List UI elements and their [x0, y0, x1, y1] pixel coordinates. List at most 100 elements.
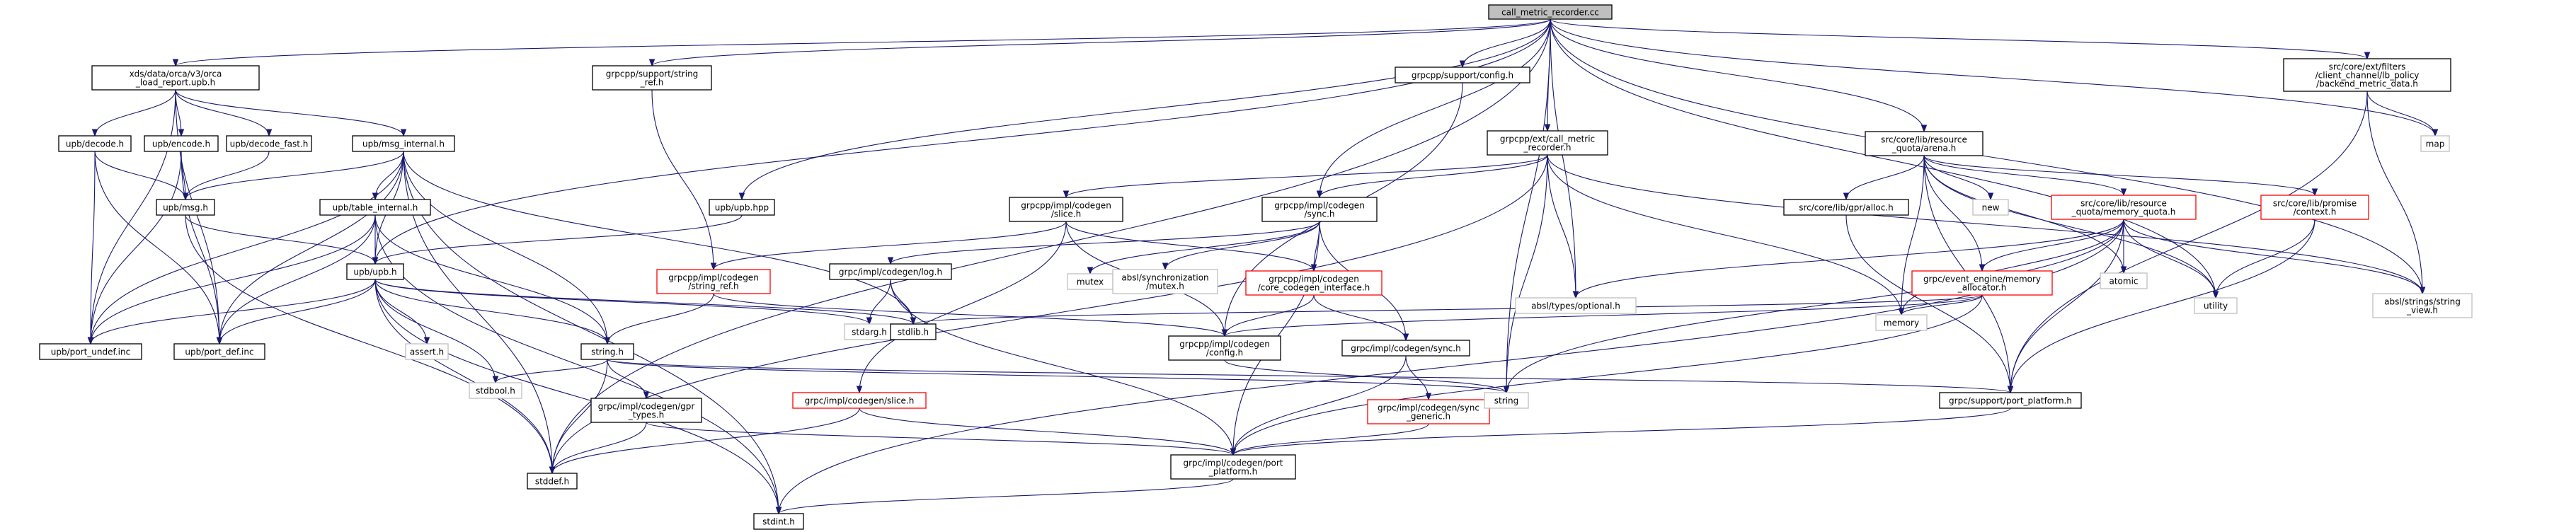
node-stdint[interactable]: stdint.h [753, 513, 804, 530]
node-label: grpcpp/support/config.h [1412, 71, 1513, 81]
node-upb-encode[interactable]: upb/encode.h [144, 135, 219, 152]
node-xds[interactable]: xds/data/orca/v3/orca_load_report.upb.h [91, 65, 260, 91]
node-codegen-sync[interactable]: grpcpp/impl/codegen/sync.h [1261, 197, 1378, 222]
node-label: grpc/impl/codegen/gpr [598, 402, 695, 412]
node-memory-quota[interactable]: src/core/lib/resource_quota/memory_quota… [2051, 195, 2197, 220]
node-stddef[interactable]: stddef.h [527, 473, 578, 490]
dependency-edge [403, 151, 611, 345]
dependency-edge [856, 221, 1067, 394]
node-label: string [1494, 396, 1518, 406]
node-upb-decode-fast[interactable]: upb/decode_fast.h [226, 135, 312, 152]
dependency-edge [374, 214, 782, 515]
node-label: map [2426, 139, 2445, 149]
dependency-edge [374, 279, 556, 475]
node-sync-generic[interactable]: grpc/impl/codegen/sync_generic.h [1367, 399, 1490, 424]
node-new: new [1972, 199, 2009, 216]
node-label: new [1982, 203, 2000, 213]
dependency-edge [859, 407, 1237, 456]
dependency-edge [1550, 18, 1928, 133]
node-upb-h[interactable]: upb/upb.h [346, 263, 404, 280]
node-label: grpcpp/ext/call_metric [1500, 134, 1595, 144]
node-upb-table-internal[interactable]: upb/table_internal.h [319, 199, 431, 216]
node-string-ref[interactable]: grpcpp/support/string_ref.h [592, 65, 712, 91]
node-label: /config.h [1206, 348, 1243, 358]
node-upb-hpp[interactable]: upb/upb.hpp [709, 199, 775, 216]
dependency-edge [1572, 219, 2124, 299]
node-label: /backend_metric_data.h [2316, 79, 2418, 89]
dependency-edge [1923, 155, 2127, 197]
node-label: src/core/ext/filters [2329, 62, 2406, 72]
node-event-engine[interactable]: grpc/event_engine/memory_allocator.h [1911, 270, 2053, 296]
dependency-edge [910, 294, 1983, 325]
dependency-edge [175, 89, 407, 137]
node-label: upb/upb.hpp [715, 203, 769, 213]
node-label: grpc/impl/codegen/sync [1378, 403, 1479, 413]
dependency-edge [2212, 219, 2315, 299]
dependency-edge [549, 422, 647, 475]
node-label: grpc/impl/codegen/sync.h [1351, 344, 1460, 354]
dependency-edge [374, 279, 499, 384]
node-label: assert.h [410, 347, 444, 357]
node-label: src/core/lib/resource [2080, 199, 2167, 209]
dependency-edge [1221, 294, 1315, 337]
node-promise-context[interactable]: src/core/lib/promise/context.h [2260, 195, 2369, 220]
node-gpr-alloc[interactable]: src/core/lib/gpr/alloc.h [1783, 199, 1909, 216]
dependency-edge [1221, 294, 1983, 337]
dependency-edge [1316, 18, 1551, 199]
node-label: string.h [591, 347, 624, 357]
node-port-def[interactable]: upb/port_def.inc [173, 343, 265, 360]
node-label: /mutex.h [1146, 282, 1184, 291]
node-stdlib[interactable]: stdlib.h [890, 323, 937, 340]
dependency-edge [775, 219, 2124, 515]
node-config[interactable]: grpcpp/support/config.h [1395, 66, 1530, 83]
node-codegen-slice-h[interactable]: grpcpp/impl/codegen/slice.h [1009, 197, 1123, 222]
node-label: stdbool.h [476, 386, 515, 396]
node-upb-msg-internal[interactable]: upb/msg_internal.h [352, 135, 455, 152]
node-port-platform-codegen[interactable]: grpc/impl/codegen/port_platform.h [1170, 454, 1296, 480]
node-label: mutex [1077, 277, 1104, 287]
dependency-edge [372, 18, 1551, 265]
edge-layer [87, 18, 2439, 515]
dependency-edge [1843, 155, 1925, 201]
node-log[interactable]: grpc/impl/codegen/log.h [829, 263, 952, 280]
node-gpr-types[interactable]: grpc/impl/codegen/gpr_types.h [590, 398, 702, 423]
dependency-edge [604, 293, 714, 345]
node-label: grpcpp/impl/codegen [1179, 340, 1270, 349]
dependency-edge [1316, 154, 1548, 199]
node-grpc-slice[interactable]: grpc/impl/codegen/slice.h [792, 392, 927, 409]
node-upb-msg[interactable]: upb/msg.h [156, 199, 215, 216]
dependency-edge [372, 214, 743, 265]
node-lb-policy[interactable]: src/core/ext/filters/client_channel/lb_p… [2283, 58, 2451, 92]
node-label: upb/port_undef.inc [51, 347, 130, 357]
dependency-edge [549, 407, 860, 475]
node-label: grpc/impl/codegen/port [1183, 458, 1283, 468]
node-label: /core_codegen_interface.h [1258, 283, 1370, 293]
node-codegen-config[interactable]: grpcpp/impl/codegen/config.h [1168, 335, 1281, 361]
node-ext-call-metric[interactable]: grpcpp/ext/call_metric_recorder.h [1487, 130, 1608, 156]
node-label: _types.h [628, 410, 664, 420]
dependency-edge [185, 214, 379, 265]
node-codegen-string-ref[interactable]: grpcpp/impl/codegen/string_ref.h [656, 269, 771, 294]
node-label: /string_ref.h [688, 282, 738, 291]
node-root[interactable]: call_metric_recorder.cc [1488, 4, 1613, 20]
node-upb-decode[interactable]: upb/decode.h [58, 135, 132, 152]
node-label: _view.h [2406, 306, 2438, 316]
node-stdarg: stdarg.h [844, 323, 895, 340]
dependency-edge [1898, 294, 1983, 316]
node-grpc-sync[interactable]: grpc/impl/codegen/sync.h [1341, 340, 1470, 357]
dependency-edge [374, 279, 430, 345]
dependency-edge [1313, 294, 1409, 342]
node-absl-optional: absl/types/optional.h [1515, 297, 1637, 314]
node-string-h[interactable]: string.h [580, 343, 634, 360]
node-arena[interactable]: src/core/lib/resource_quota/arena.h [1865, 131, 1983, 156]
node-port-undef[interactable]: upb/port_undef.inc [39, 343, 142, 360]
node-port-platform[interactable]: grpc/support/port_platform.h [1939, 392, 2082, 409]
dependency-edge [607, 359, 650, 400]
node-label: _ref.h [640, 78, 664, 88]
node-label: absl/types/optional.h [1531, 301, 1620, 311]
dependency-edge [374, 279, 873, 325]
node-label: upb/encode.h [152, 139, 210, 149]
node-core-codegen[interactable]: grpcpp/impl/codegen/core_codegen_interfa… [1245, 270, 1383, 296]
dependency-edge [87, 214, 376, 345]
